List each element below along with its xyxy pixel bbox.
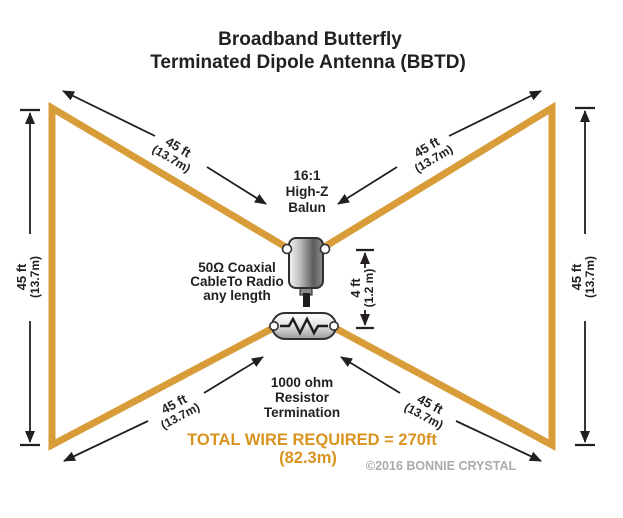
balun-terminal-right xyxy=(319,243,331,255)
resistor-terminal-left xyxy=(268,320,279,331)
title-line-1: Broadband Butterfly xyxy=(218,29,402,50)
dim-line xyxy=(62,90,156,137)
dim-line xyxy=(203,356,264,394)
dim-metric: (13.7m) xyxy=(583,256,597,298)
balun-label-line-3: Balun xyxy=(288,200,326,215)
antenna-wires xyxy=(48,101,556,451)
coax-stub xyxy=(303,293,310,307)
dim-line xyxy=(206,166,267,205)
copyright-text: ©2016 BONNIE CRYSTAL xyxy=(366,459,517,473)
dim-value: 4 ft xyxy=(348,278,363,298)
total-wire-label: TOTAL WIRE REQUIRED = 270ft (82.3m) xyxy=(187,431,437,467)
resistor-label-line-2: Resistor xyxy=(275,390,330,405)
balun-label: 16:1 High-Z Balun xyxy=(286,168,329,215)
dim-value: 45 ft xyxy=(14,263,29,290)
coax-label-line-2: CableTo Radio xyxy=(190,274,284,289)
dim-right-side: 45 ft (13.7m) xyxy=(569,106,597,447)
coax-label-line-3: any length xyxy=(203,288,271,303)
dim-value: 45 ft xyxy=(569,263,584,290)
total-wire-line-1: TOTAL WIRE REQUIRED = 270ft xyxy=(187,431,437,449)
dim-metric: (1.2 m) xyxy=(362,269,376,308)
dim-top-left-wire: 45 ft (13.7m) xyxy=(62,90,267,205)
dim-line xyxy=(340,356,401,394)
page-title: Broadband Butterfly Terminated Dipole An… xyxy=(150,29,466,73)
dim-metric: (13.7m) xyxy=(28,256,42,298)
wire-left-half xyxy=(48,101,291,451)
balun-label-line-2: High-Z xyxy=(286,184,329,199)
balun-icon xyxy=(281,237,331,307)
resistor-zigzag xyxy=(280,316,328,336)
coax-label: 50Ω Coaxial CableTo Radio any length xyxy=(190,260,284,303)
resistor-label-line-3: Termination xyxy=(264,405,340,420)
dim-line xyxy=(337,166,398,205)
dim-line xyxy=(455,420,542,462)
resistor-icon xyxy=(268,312,339,340)
wire-right-half xyxy=(319,101,556,451)
dim-line xyxy=(63,420,149,462)
dim-feed-to-resistor: 4 ft (1.2 m) xyxy=(348,248,376,330)
total-wire-line-2: (82.3m) xyxy=(279,449,337,467)
balun-label-line-1: 16:1 xyxy=(293,168,321,183)
coax-label-line-1: 50Ω Coaxial xyxy=(198,260,276,275)
title-line-2: Terminated Dipole Antenna (BBTD) xyxy=(150,52,466,73)
resistor-label-line-1: 1000 ohm xyxy=(271,375,333,390)
dim-left-side: 45 ft (13.7m) xyxy=(14,108,42,447)
balun-terminal-left xyxy=(281,243,293,255)
resistor-label: 1000 ohm Resistor Termination xyxy=(264,375,340,420)
resistor-terminal-right xyxy=(328,320,339,331)
dim-line xyxy=(448,90,542,137)
balun-body xyxy=(288,237,324,289)
dim-top-right-wire: 45 ft (13.7m) xyxy=(337,90,542,205)
